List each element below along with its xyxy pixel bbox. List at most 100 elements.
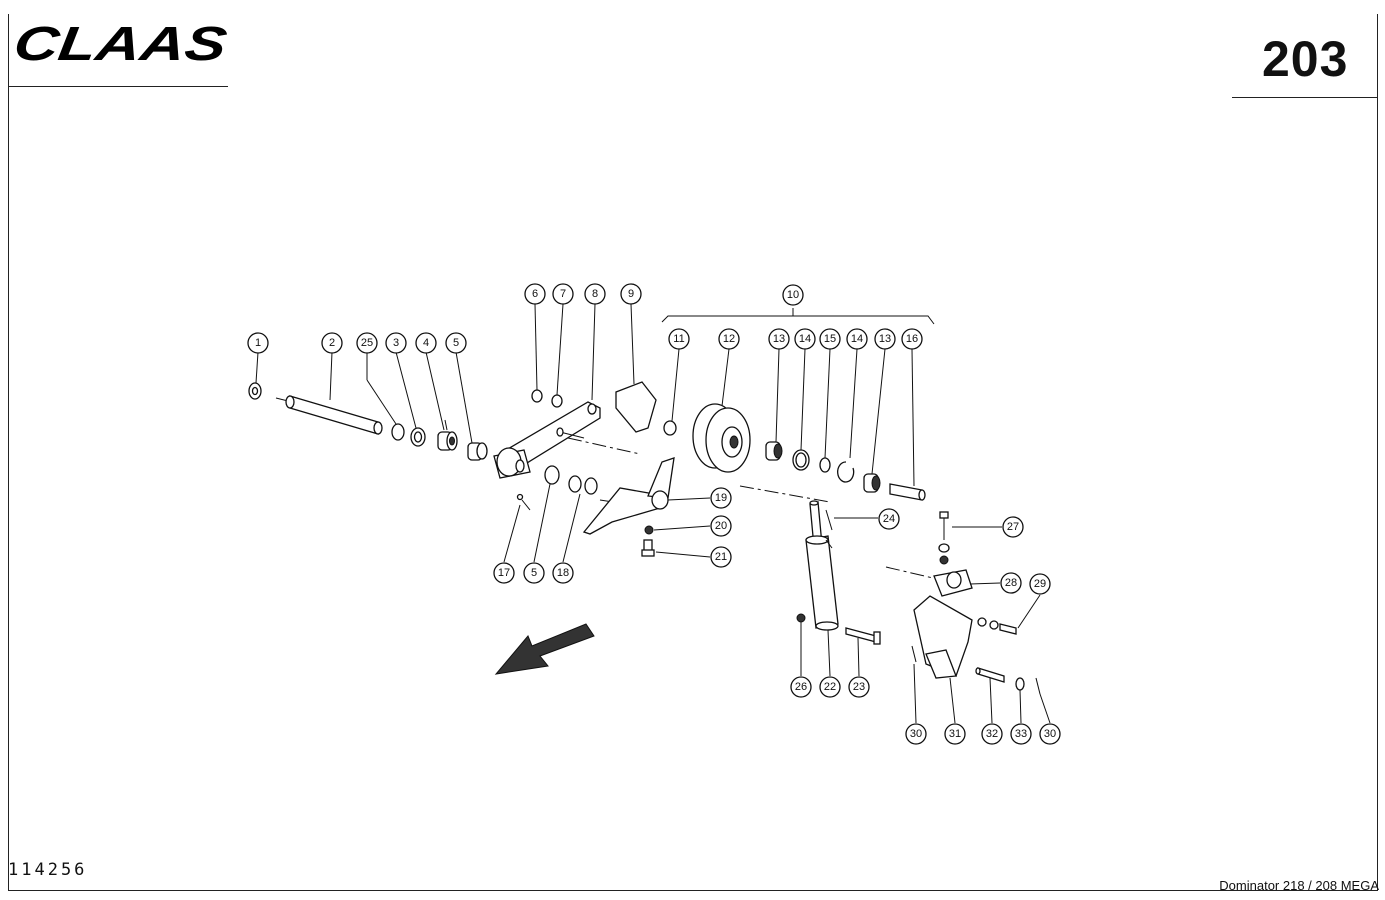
callout-14b: 14 <box>846 328 868 350</box>
frame-right-border <box>1377 14 1378 890</box>
part-plate-9 <box>615 381 657 433</box>
callout-31: 31 <box>944 723 966 745</box>
direction-arrow <box>494 623 595 675</box>
group-10-bracket <box>661 308 935 325</box>
callout-25: 25 <box>356 332 378 354</box>
svg-text:8: 8 <box>592 288 598 300</box>
part-tube-22 <box>805 500 839 631</box>
part-bolt-23 <box>845 627 881 645</box>
callout-11: 11 <box>668 328 690 350</box>
part-bearing-13b <box>863 473 881 493</box>
callout-17: 17 <box>493 562 515 584</box>
svg-text:20: 20 <box>715 520 727 532</box>
callout-30a: 30 <box>905 723 927 745</box>
model-designation: Dominator 218 / 208 MEGA <box>1219 878 1379 893</box>
svg-text:2: 2 <box>329 337 335 349</box>
svg-text:25: 25 <box>361 337 373 349</box>
svg-text:29: 29 <box>1034 578 1046 590</box>
svg-text:32: 32 <box>986 728 998 740</box>
axis-line-pulley <box>739 485 831 503</box>
svg-text:12: 12 <box>723 333 735 345</box>
callout-32: 32 <box>981 723 1003 745</box>
callout-13a: 13 <box>768 328 790 350</box>
callout-7: 7 <box>552 283 574 305</box>
callout-10: 10 <box>782 284 804 306</box>
svg-text:5: 5 <box>531 567 537 579</box>
callout-19: 19 <box>710 487 732 509</box>
page-number: 203 <box>1262 31 1349 87</box>
part-washer-27 <box>938 543 950 553</box>
part-washer-33 <box>1015 677 1025 691</box>
callout-23: 23 <box>848 676 870 698</box>
part-bracket-19 <box>582 457 675 535</box>
svg-text:1: 1 <box>255 337 261 349</box>
part-bolt-21 <box>641 539 655 557</box>
part-ring-3-inner <box>413 431 423 443</box>
svg-text:17: 17 <box>498 567 510 579</box>
part-nut-6 <box>531 389 543 403</box>
callout-29: 29 <box>1029 573 1051 595</box>
callout-5: 5 <box>445 332 467 354</box>
part-ring-18a <box>568 475 582 493</box>
part-ring-25 <box>391 423 405 441</box>
part-clamp-28 <box>933 569 973 597</box>
svg-text:16: 16 <box>906 333 918 345</box>
part-bearing-4 <box>437 419 458 451</box>
part-ring-14a-inner <box>795 452 807 468</box>
callout-1: 1 <box>247 332 269 354</box>
part-nut-27 <box>939 555 949 565</box>
part-splitpin-30b <box>1035 677 1041 695</box>
frame-bottom-border <box>8 890 1378 891</box>
svg-text:4: 4 <box>423 337 429 349</box>
part-bearing-13a <box>765 441 783 461</box>
callout-16: 16 <box>901 328 923 350</box>
frame-top-right-rule <box>1232 97 1378 98</box>
part-bushing-5 <box>467 442 488 461</box>
axis-line-upper <box>567 437 641 455</box>
svg-text:15: 15 <box>824 333 836 345</box>
svg-text:9: 9 <box>628 288 634 300</box>
svg-text:13: 13 <box>773 333 785 345</box>
part-nut-26 <box>796 613 806 623</box>
part-bushing-5b <box>544 465 560 485</box>
part-pulley-12 <box>692 403 751 473</box>
callout-20: 20 <box>710 515 732 537</box>
part-circlip-14b <box>837 461 855 483</box>
claas-logo-text: CLAAS <box>14 18 230 68</box>
svg-text:19: 19 <box>715 492 727 504</box>
svg-text:23: 23 <box>853 681 865 693</box>
svg-text:31: 31 <box>949 728 961 740</box>
svg-text:26: 26 <box>795 681 807 693</box>
callout-15: 15 <box>819 328 841 350</box>
claas-logo: CLAAS <box>14 18 230 68</box>
callout-4: 4 <box>415 332 437 354</box>
svg-text:22: 22 <box>824 681 836 693</box>
callout-9: 9 <box>620 283 642 305</box>
callout-13b: 13 <box>874 328 896 350</box>
part-spacer-15 <box>819 457 831 473</box>
callout-14a: 14 <box>794 328 816 350</box>
callout-26: 26 <box>790 676 812 698</box>
callout-6: 6 <box>524 283 546 305</box>
part-washer-7 <box>551 394 563 408</box>
svg-text:14: 14 <box>851 333 863 345</box>
part-pin-32 <box>975 667 1005 683</box>
svg-text:6: 6 <box>532 288 538 300</box>
part-bolt-29 <box>977 617 1017 635</box>
callout-28: 28 <box>1000 572 1022 594</box>
svg-text:13: 13 <box>879 333 891 345</box>
frame-top-left-rule <box>8 86 228 87</box>
part-splitpin-30a <box>911 645 917 663</box>
callout-21: 21 <box>710 546 732 568</box>
callout-leaders <box>255 303 1051 724</box>
svg-text:30: 30 <box>910 728 922 740</box>
part-bolt-27 <box>939 511 949 540</box>
svg-text:24: 24 <box>883 513 895 525</box>
svg-text:27: 27 <box>1007 521 1019 533</box>
svg-text:3: 3 <box>393 337 399 349</box>
svg-text:11: 11 <box>673 333 684 345</box>
part-ring-18b <box>584 477 598 495</box>
callout-33: 33 <box>1010 723 1032 745</box>
part-nut-11 <box>663 420 677 436</box>
